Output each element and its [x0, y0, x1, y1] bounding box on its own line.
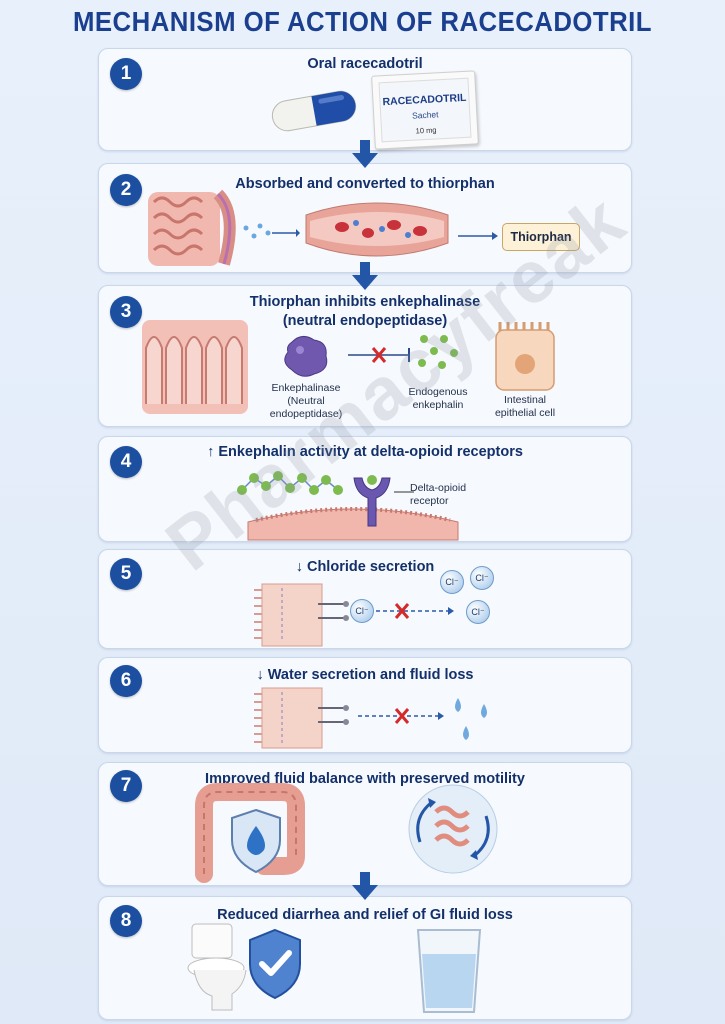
absorption-particles-icon [243, 223, 300, 239]
step-number-5: 5 [110, 558, 142, 590]
step-number-1: 1 [110, 58, 142, 90]
blood-vessel-icon [305, 202, 449, 257]
shield-check-icon [249, 928, 301, 1000]
chloride-ion-3: Cl⁻ [470, 566, 494, 590]
step-card-7 [98, 762, 632, 886]
delta-receptor-label-2: receptor [410, 495, 449, 507]
step-heading-4: ↑ Enkephalin activity at delta-opioid re… [207, 444, 523, 460]
membrane-icon [247, 507, 459, 541]
down-arrow-icon [352, 262, 378, 290]
epithelial-wall-icon [254, 687, 323, 749]
water-droplets-icon [455, 698, 487, 740]
thiorphan-box: Thiorphan [502, 223, 580, 251]
label-connector-icon [394, 491, 414, 493]
capsule-icon [271, 90, 357, 132]
step-card-6 [98, 657, 632, 753]
blocked-transport-icon [376, 603, 454, 619]
epithelial-cell-icon [495, 322, 555, 391]
enkephalinase-label-3: endopeptidase) [269, 408, 343, 420]
toilet-icon [187, 923, 247, 1011]
delta-opioid-receptor-icon [353, 475, 391, 527]
motility-cycle-icon [408, 784, 498, 874]
step-heading-1: Oral racecadotril [307, 56, 423, 72]
enkephalinase-label-1: Enkephalinase [271, 382, 341, 394]
step-heading-2: Absorbed and converted to thiorphan [235, 176, 495, 192]
delta-receptor-label-1: Delta-opioid [410, 482, 467, 494]
enkephalinase-enzyme-icon [284, 336, 328, 377]
blocked-water-icon [358, 708, 444, 724]
step-subheading-3: (neutral endopeptidase) [282, 313, 448, 329]
enkephalin-molecules-icon [418, 335, 458, 369]
step-heading-3: Thiorphan inhibits enkephalinase [249, 294, 481, 310]
step-number-3: 3 [110, 296, 142, 328]
chloride-ion-1: Cl⁻ [350, 599, 374, 623]
shield-droplet-icon [231, 808, 281, 874]
endogenous-label-2: enkephalin [412, 399, 464, 411]
intestinal-villi-icon [142, 320, 248, 414]
step-number-2: 2 [110, 174, 142, 206]
enkephalin-chain-icon [237, 471, 343, 495]
step-heading-5: ↓ Chloride secretion [295, 559, 435, 575]
down-arrow-icon [352, 140, 378, 168]
step-number-7: 7 [110, 770, 142, 802]
epithelial-label-1: Intestinal [503, 394, 547, 406]
chloride-ion-2: Cl⁻ [440, 570, 464, 594]
step-number-4: 4 [110, 446, 142, 478]
water-channel-icon [318, 705, 349, 725]
down-arrow-icon [352, 872, 378, 900]
epithelial-wall-icon [254, 583, 323, 647]
water-glass-icon [416, 929, 482, 1013]
enkephalinase-label-2: (Neutral [287, 395, 325, 407]
intestine-icon [148, 189, 236, 266]
step-heading-8: Reduced diarrhea and relief of GI fluid … [217, 907, 513, 923]
step-number-6: 6 [110, 665, 142, 697]
arrow-right-icon [458, 232, 498, 240]
step-number-8: 8 [110, 905, 142, 937]
page-title: MECHANISM OF ACTION OF RACECADOTRIL [73, 6, 652, 37]
step-heading-6: ↓ Water secretion and fluid loss [256, 667, 474, 683]
step-card-1 [98, 48, 632, 151]
inhibition-icon [348, 347, 410, 363]
chloride-channel-icon [318, 601, 349, 621]
endogenous-label-1: Endogenous [408, 386, 468, 398]
colon-icon [195, 783, 305, 883]
chloride-ion-4: Cl⁻ [466, 600, 490, 624]
step-heading-7: Improved fluid balance with preserved mo… [205, 771, 525, 787]
sachet-icon: RACECADOTRIL Sachet 10 mg [371, 70, 479, 150]
epithelial-label-2: epithelial cell [494, 407, 556, 419]
